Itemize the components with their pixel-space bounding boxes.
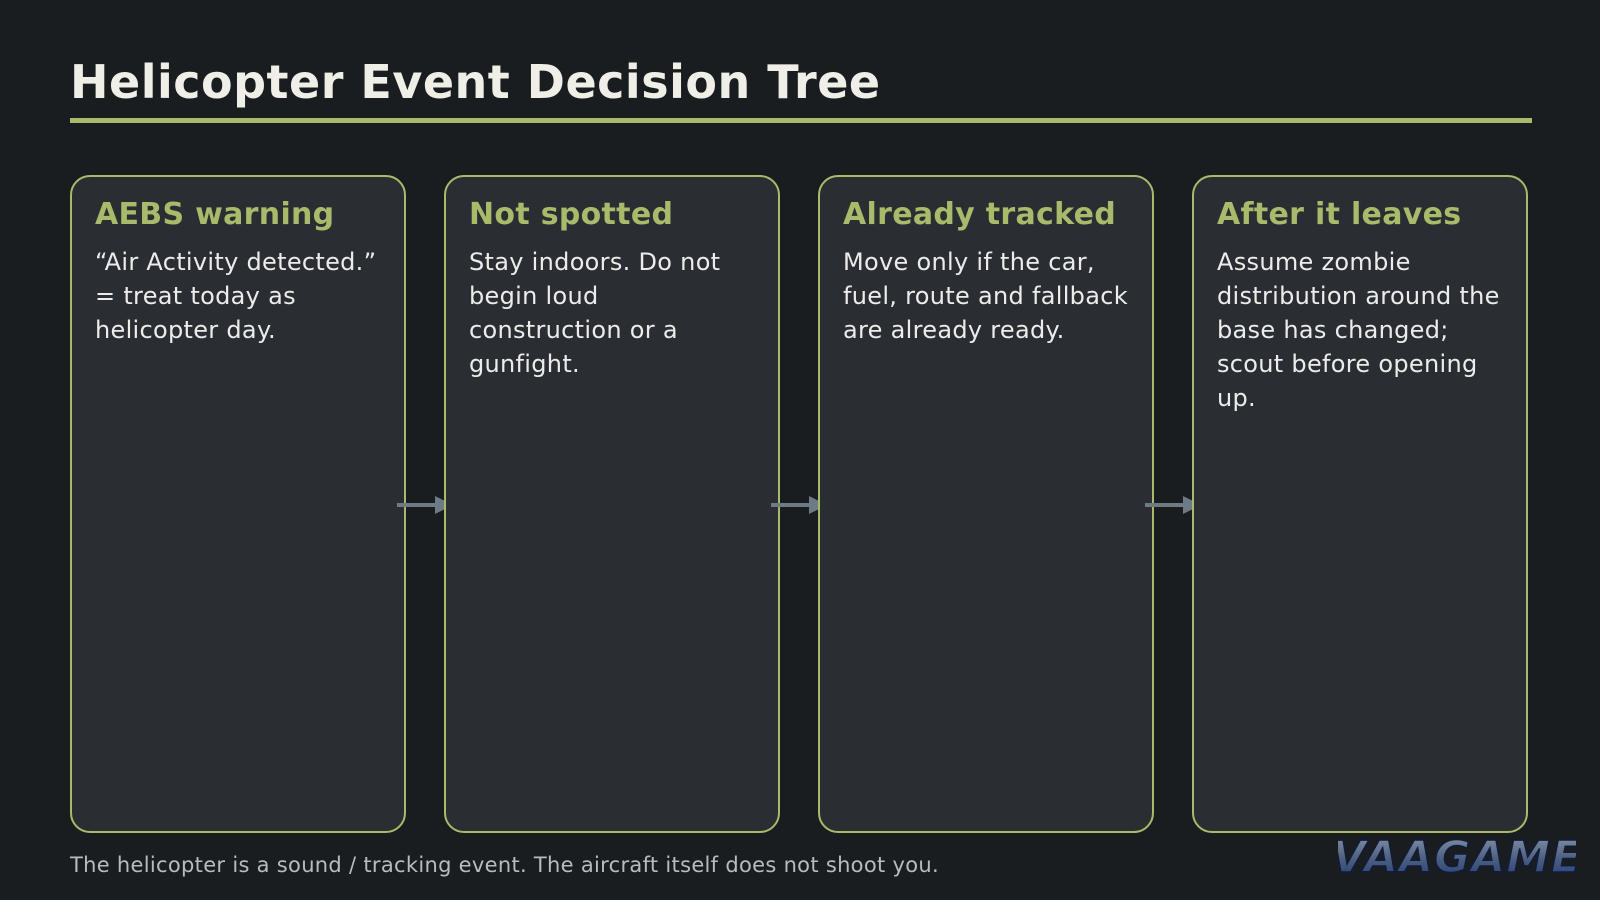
card-body: Assume zombie distribution around the ba… <box>1217 248 1500 412</box>
footnote: The helicopter is a sound / tracking eve… <box>70 853 939 877</box>
svg-text:VAAGAME: VAAGAME <box>1338 832 1576 880</box>
page-title: Helicopter Event Decision Tree <box>70 55 881 109</box>
card-already-tracked: Already tracked Move only if the car, fu… <box>818 175 1154 833</box>
title-underline <box>70 118 1532 123</box>
card-body: Stay indoors. Do not begin loud construc… <box>469 248 721 378</box>
card-title: Already tracked <box>843 197 1116 232</box>
card-title: Not spotted <box>469 197 674 232</box>
card-not-spotted: Not spotted Stay indoors. Do not begin l… <box>444 175 780 833</box>
card-aebs-warning: AEBS warning “Air Activity detected.” = … <box>70 175 406 833</box>
card-after-it-leaves: After it leaves Assume zombie distributi… <box>1192 175 1528 833</box>
card-title: After it leaves <box>1217 197 1462 232</box>
card-title: AEBS warning <box>95 197 335 232</box>
card-body: Move only if the car, fuel, route and fa… <box>843 248 1128 344</box>
card-body: “Air Activity detected.” = treat today a… <box>95 248 377 344</box>
vaagame-logo: VAAGAME <box>1338 832 1576 880</box>
